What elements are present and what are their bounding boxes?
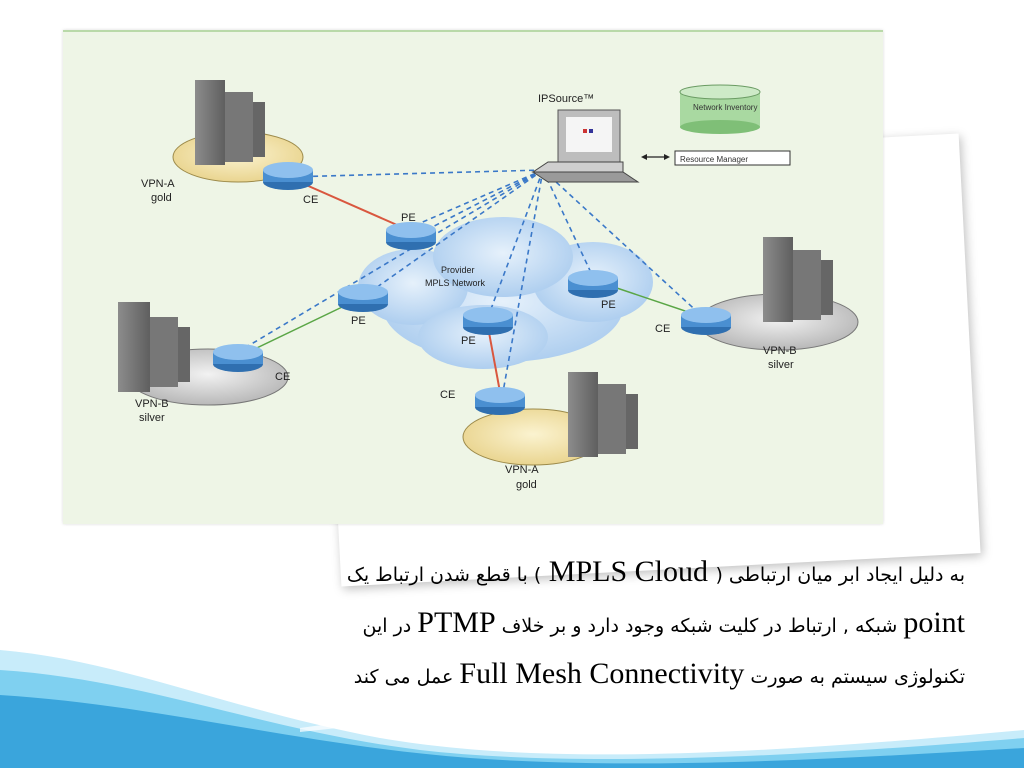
- caption-line-3: تکنولوژی سیستم به صورت Full Mesh Connect…: [353, 657, 965, 690]
- ipsource-label: IPSource™: [538, 93, 594, 105]
- building-icon: [118, 302, 190, 392]
- diagram-frame: IPSource™ Network Inventory Resource Man…: [63, 30, 883, 524]
- building-icon: [195, 80, 265, 165]
- vpn-b-left-sublabel: silver: [139, 412, 165, 424]
- pe-label: PE: [351, 315, 366, 327]
- router-icon: [568, 270, 618, 298]
- network-diagram: IPSource™ Network Inventory Resource Man…: [118, 80, 859, 491]
- resource-manager-label: Resource Manager: [680, 155, 748, 164]
- vpn-a-bottom-label: VPN-A: [505, 464, 539, 476]
- building-icon: [568, 372, 638, 457]
- ce-label: CE: [655, 323, 670, 335]
- management-links: [237, 169, 704, 393]
- vpn-b-right-sublabel: silver: [768, 359, 794, 371]
- mpls-network-label: MPLS Network: [425, 278, 486, 288]
- database-icon: [679, 84, 761, 134]
- router-icon: [475, 387, 525, 415]
- router-icon: [213, 344, 263, 372]
- vpn-a-bottom-sublabel: gold: [516, 479, 537, 491]
- caption-line-2: point شبکه , ارتباط در کلیت شبکه وجود دا…: [362, 606, 965, 639]
- decorative-waves: [0, 650, 1024, 768]
- workstation-icon: [531, 109, 640, 183]
- ce-label: CE: [440, 389, 455, 401]
- caption-text: به دلیل ایجاد ابر میان ارتباطی ( MPLS Cl…: [95, 548, 965, 701]
- ce-label: CE: [303, 194, 318, 206]
- provider-mpls-cloud: [358, 217, 653, 369]
- resource-manager-box: [674, 150, 791, 166]
- caption-line-1: به دلیل ایجاد ابر میان ارتباطی ( MPLS Cl…: [346, 555, 965, 588]
- provider-label: Provider: [441, 265, 475, 275]
- network-inventory-label: Network Inventory: [693, 103, 757, 112]
- router-icon: [463, 307, 513, 335]
- router-icon: [338, 284, 388, 312]
- vpn-b-right-label: VPN-B: [763, 345, 797, 357]
- link-pe-ce: [487, 326, 501, 393]
- pe-label: PE: [401, 212, 416, 224]
- vpn-b-left-label: VPN-B: [135, 398, 169, 410]
- double-arrow-icon: [641, 154, 670, 160]
- building-icon: [763, 237, 833, 322]
- ce-label: CE: [275, 371, 290, 383]
- pe-label: PE: [601, 299, 616, 311]
- pe-label: PE: [461, 335, 476, 347]
- vpn-a-top-sublabel: gold: [151, 192, 172, 204]
- vpn-a-top-label: VPN-A: [141, 178, 175, 190]
- router-icon: [386, 222, 436, 250]
- router-icon: [263, 162, 313, 190]
- router-icon: [681, 307, 731, 335]
